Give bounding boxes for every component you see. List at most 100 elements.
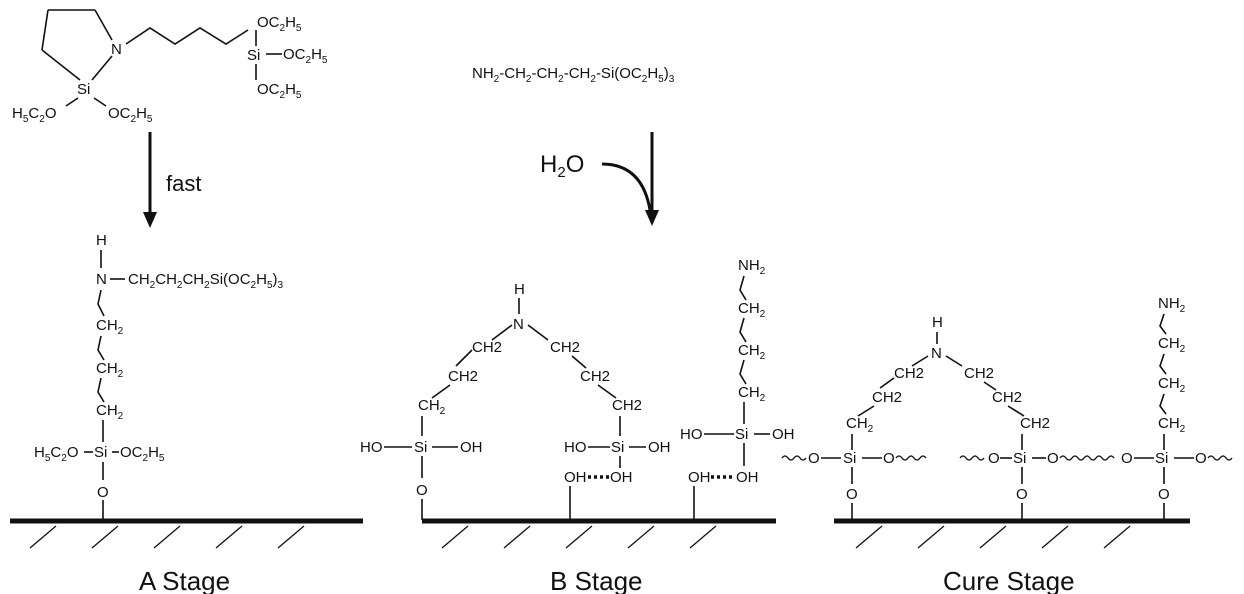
siloxane-oxygen-label: O	[883, 450, 895, 467]
b-stage-label: B Stage	[550, 566, 643, 594]
water-label: H2O	[540, 151, 584, 181]
nitrogen-label: N	[111, 41, 122, 58]
propylsilane-chain: CH2CH2CH2Si(OC2H5)3	[128, 271, 284, 291]
bond	[911, 355, 929, 367]
silicon-label: Si	[1013, 450, 1026, 467]
substrate-surfaces	[10, 518, 1190, 549]
hydrogen-label: H	[96, 232, 107, 249]
bond	[571, 355, 587, 369]
substrate-hatching	[29, 525, 1131, 549]
siloxane-oxygen-label: O	[808, 450, 820, 467]
siloxane-oxygen-label: O	[1047, 450, 1059, 467]
hatch-line	[917, 525, 945, 549]
network-wavy-bond	[959, 455, 985, 461]
hydroxyl-label: HO	[564, 439, 587, 456]
ch2-label: CH2	[612, 397, 642, 414]
ring-bond	[41, 49, 81, 81]
ch2-label: CH2	[472, 339, 502, 356]
amine-label: NH2	[1158, 295, 1186, 315]
ch2-label: CH2	[872, 389, 902, 406]
network-wavy-bond	[1059, 455, 1115, 461]
bond	[527, 324, 549, 341]
hydroxyl-label: OH	[648, 439, 671, 456]
arrowhead	[645, 210, 659, 226]
silicon-label: Si	[611, 439, 624, 456]
silicon-label: Si	[1155, 450, 1168, 467]
hydroxyl-label: HO	[360, 439, 383, 456]
bond	[455, 349, 473, 367]
network-wavy-bond	[781, 455, 807, 461]
ch2-label: CH2	[96, 360, 124, 380]
cyclic-azasilane-reagent: N Si H5C2O OC2H5 Si OC2H5 OC2H5 OC2H5	[12, 9, 328, 125]
ring-bond	[94, 9, 113, 41]
ch2-label: CH2	[738, 300, 766, 320]
hydroxyl-label: HO	[680, 426, 703, 443]
fast-reaction-arrow: fast	[143, 132, 201, 228]
bond	[97, 289, 105, 317]
nitrogen-label: N	[96, 271, 107, 288]
ch2-label: CH2	[1158, 415, 1186, 435]
hydroxyl-label: OH	[610, 469, 633, 486]
ch2-label: CH2	[550, 339, 580, 356]
ch2-label: CH2	[846, 415, 874, 435]
ethoxy-left-label: H5C2O	[12, 105, 56, 125]
hatch-line	[979, 525, 1007, 549]
silicon-label: Si	[77, 81, 90, 98]
bond	[431, 384, 451, 399]
ch2-label: CH2	[738, 342, 766, 362]
hydrogen-label: H	[514, 281, 525, 298]
hatch-line	[1103, 525, 1131, 549]
bond	[491, 324, 513, 341]
bond	[65, 97, 79, 107]
ch2-label: CH2	[448, 368, 478, 385]
nitrogen-label: N	[513, 316, 524, 333]
oxygen-label: O	[416, 482, 428, 499]
bond	[945, 355, 963, 367]
ethoxy-right-label: OC2H5	[108, 105, 153, 125]
aminosilane-reagent: NH2-CH2-CH2-CH2-Si(OC2H5)3	[472, 65, 675, 85]
a-stage-label: A Stage	[139, 566, 230, 594]
hatch-line	[91, 525, 119, 549]
ch2-label: CH2	[1158, 375, 1186, 395]
ethoxy-right-label: OC2H5	[120, 444, 165, 464]
silicon-label: Si	[843, 450, 856, 467]
bond	[739, 275, 747, 301]
hydroxyl-label: OH	[772, 426, 795, 443]
ethoxy-label: OC2H5	[257, 14, 302, 34]
ch2-label: CH2	[894, 365, 924, 382]
ethoxy-label: OC2H5	[283, 46, 328, 66]
fast-label: fast	[166, 171, 201, 196]
oxygen-label: O	[1016, 486, 1028, 503]
ch2-label: CH2	[964, 365, 994, 382]
bond	[739, 317, 747, 343]
siloxane-oxygen-label: O	[1121, 450, 1133, 467]
cure-stage-label: Cure Stage	[943, 566, 1075, 594]
ch2-label: CH2	[96, 402, 124, 422]
hydrogen-label: H	[932, 314, 943, 331]
water-curve	[601, 162, 652, 211]
hatch-line	[503, 525, 531, 549]
ch2-label: CH2	[96, 317, 124, 337]
bond	[857, 405, 875, 417]
network-wavy-bond	[1207, 455, 1233, 461]
bond	[93, 97, 107, 107]
network-wavy-bond	[895, 455, 927, 461]
hydroxyl-label: OH	[736, 469, 759, 486]
bond	[879, 377, 895, 389]
aminosilane-formula: NH2-CH2-CH2-CH2-Si(OC2H5)3	[472, 65, 675, 85]
silicon-label: Si	[247, 47, 260, 64]
hatch-line	[565, 525, 593, 549]
siloxane-oxygen-label: O	[1195, 450, 1207, 467]
hatch-line	[689, 525, 717, 549]
oxygen-label: O	[97, 484, 109, 501]
silicon-label: Si	[94, 444, 107, 461]
silicon-label: Si	[735, 426, 748, 443]
cure-stage-structure: H N CH2 CH2 CH2 CH2 CH2 CH2 Si O O O Si …	[781, 295, 1233, 520]
ring-bond	[41, 9, 49, 51]
propyl-chain	[125, 27, 249, 45]
hydrolysis-arrow: H2O	[540, 132, 659, 226]
hydroxyl-label: OH	[460, 439, 483, 456]
b-stage-structure: H N CH2 CH2 CH2 CH2 CH2 CH2 HO Si OH O H…	[360, 257, 795, 520]
hatch-line	[153, 525, 181, 549]
